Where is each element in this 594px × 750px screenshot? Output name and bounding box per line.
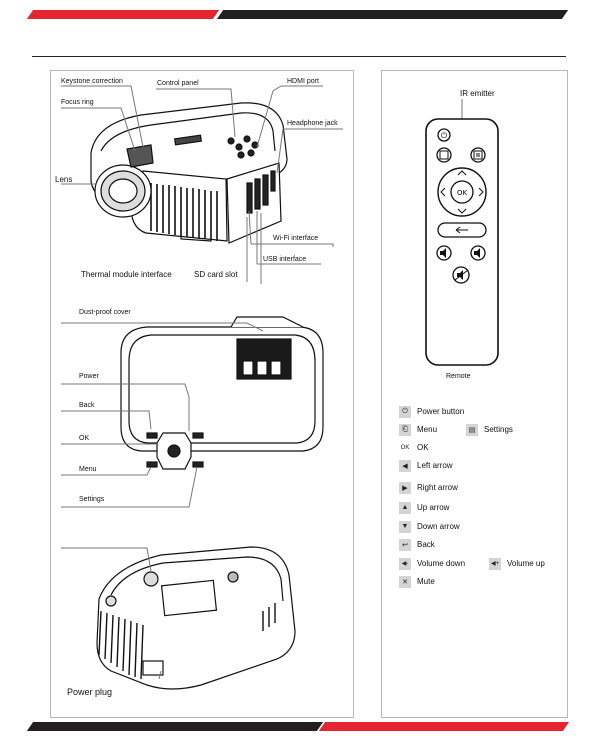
control-panel-label: Control panel [157,80,199,87]
legend-row-power: ⏻ Power button [399,405,464,418]
legend-label-back: Back [417,540,435,549]
legend-row-back: ↩ Back [399,538,435,551]
projector-top-view [120,316,324,470]
volume-down-icon: ◀- [399,557,411,570]
focus-ring-label: Focus ring [61,99,94,106]
ok-icon: OK [399,441,411,454]
right-arrow-icon: ▶ [399,481,411,494]
legend-row-volume-down: ◀- Volume down [399,557,465,570]
power-glyph: ⏻ [441,131,448,140]
legend-row-down: ▼ Down arrow [399,520,460,533]
remote-illustration: ⏻ OK [425,99,499,366]
legend-row-ok: OK OK [399,441,429,454]
keystone-correction-label: Keystone correction [61,78,123,85]
projector-bottom-view [96,546,296,690]
left-arrow-icon: ◀ [399,459,411,472]
usb-interface-label: USB interface [263,256,307,263]
banner-red-stripe [26,10,220,19]
remote-settings-button [470,147,486,163]
ok-label: OK [79,435,90,442]
back-label: Back [79,402,95,409]
down-arrow-icon: ▼ [399,520,411,533]
legend-label-left: Left arrow [417,461,453,470]
ok-glyph: OK [457,189,468,197]
banner-red-stripe-bottom [318,722,570,731]
wifi-interface-label: Wi-Fi interface [273,235,319,242]
legend-row-menu: ⎗ Menu [399,423,437,436]
projector-diagrams-panel: Keystone correction Control panel HDMI p… [50,70,354,718]
legend-label-volume-down: Volume down [417,559,466,568]
projector-illustrations [61,85,343,690]
projector-front-view [90,102,288,244]
remote-panel: IR emitter ⏻ OK Remote ⏻ [381,70,568,718]
mute-icon: ✕ [399,575,411,588]
settings-label: Settings [79,496,105,503]
power-plug-label: Power plug [67,687,113,697]
legend-row-right: ▶ Right arrow [399,481,458,494]
header-rule [32,56,566,57]
banner-dark-stripe [216,10,569,19]
legend-label-menu: Menu [417,425,438,434]
up-arrow-icon: ▲ [399,501,411,514]
sd-card-slot-label: SD card slot [194,270,238,279]
top-banner [0,8,594,20]
volume-up-icon: ◀+ [489,557,501,570]
settings-icon: ▤ [466,423,478,436]
bottom-banner [0,722,594,732]
legend-row-volume-up: ◀+ Volume up [489,557,545,570]
remote-caption: Remote [446,373,471,380]
lens-label: Lens [55,175,73,184]
legend-label-volume-up: Volume up [507,559,545,568]
legend-label-power: Power button [417,407,465,416]
ir-emitter-label: IR emitter [460,89,495,98]
remote-ok-button [450,180,474,204]
remote-power-button [437,128,451,142]
legend-label-settings: Settings [484,425,513,434]
power-label: Power [79,373,99,380]
dust-proof-cover-label: Dust-proof cover [79,309,131,316]
legend-row-left: ◀ Left arrow [399,459,453,472]
hdmi-port-label: HDMI port [287,78,319,85]
thermal-module-label: Thermal module interface [81,270,172,279]
headphone-jack-label: Headphone jack [287,120,338,127]
back-icon: ↩ [399,538,411,551]
legend-row-settings: ▤ Settings [466,423,513,436]
power-icon: ⏻ [399,405,411,418]
menu-label: Menu [79,466,97,473]
legend-label-ok: OK [417,443,429,452]
banner-dark-stripe-bottom [26,722,324,731]
legend-label-down: Down arrow [417,522,460,531]
remote-menu-button [436,147,452,163]
legend-row-up: ▲ Up arrow [399,501,449,514]
legend-label-up: Up arrow [417,503,450,512]
legend-row-mute: ✕ Mute [399,575,435,588]
legend-label-right: Right arrow [417,483,458,492]
legend-label-mute: Mute [417,577,435,586]
menu-icon: ⎗ [399,423,411,436]
